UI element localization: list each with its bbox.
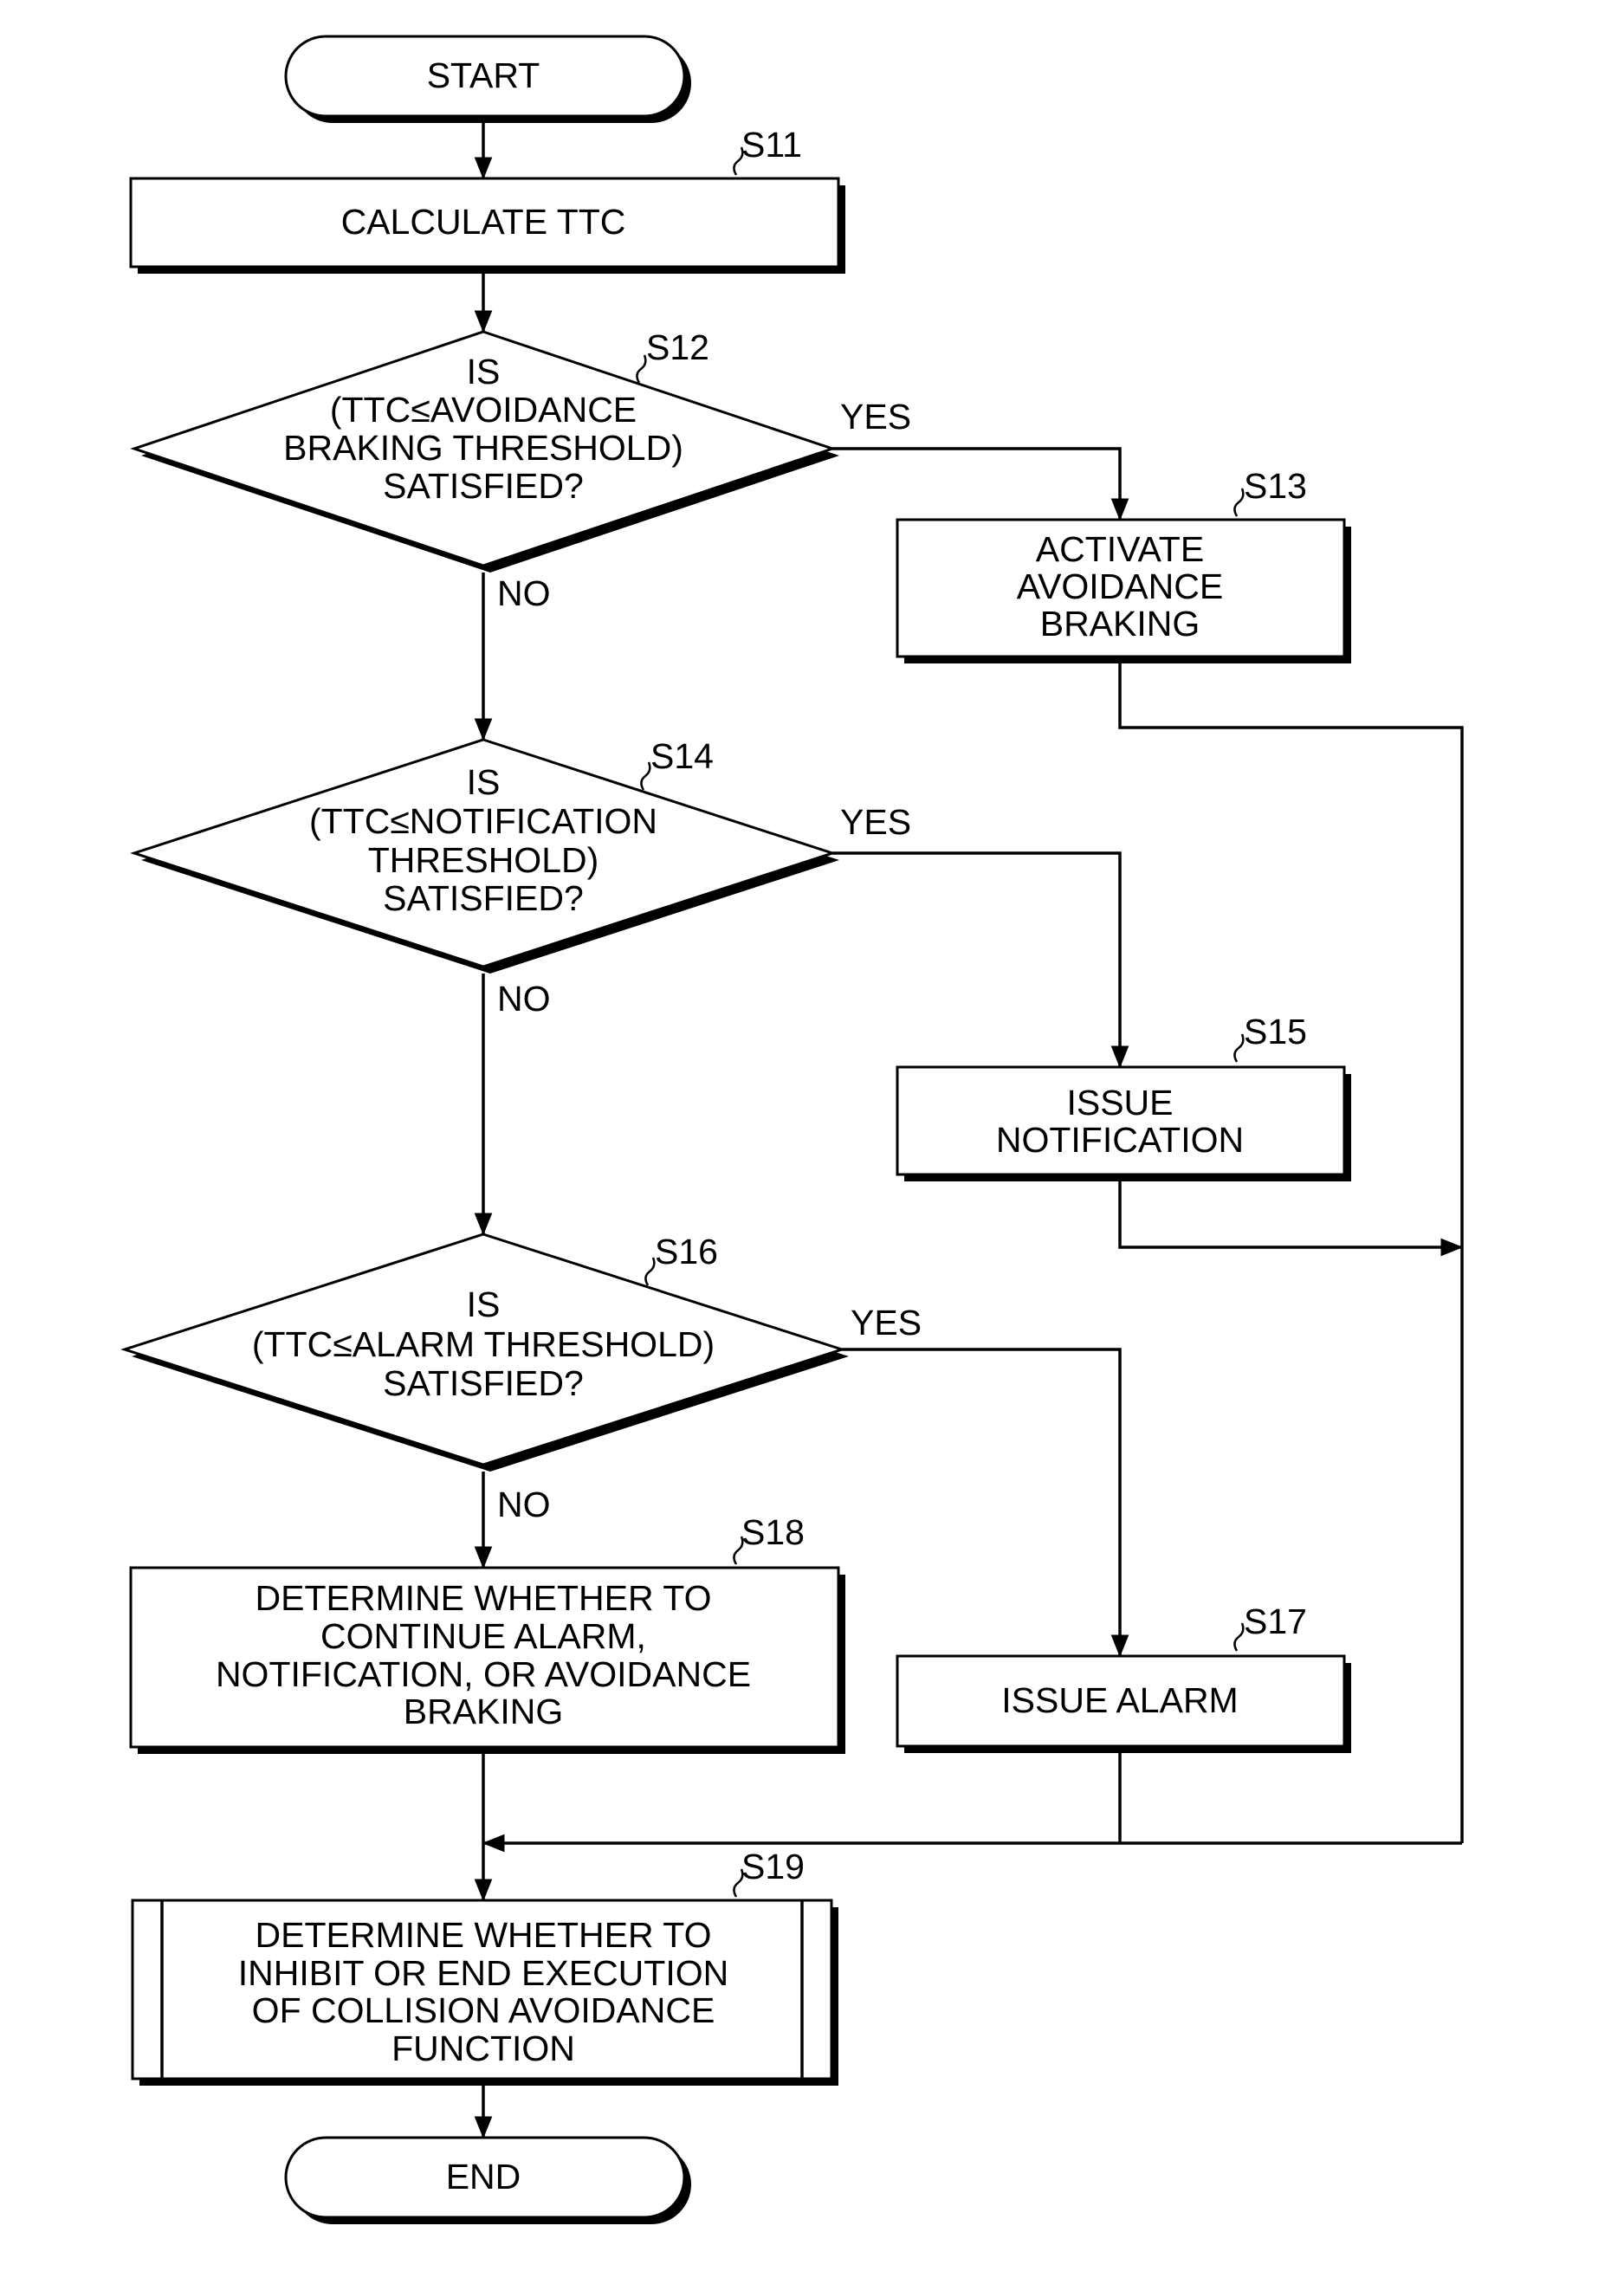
step-s18-determine-continue: DETERMINE WHETHER TO CONTINUE ALARM, NOT… bbox=[131, 1512, 845, 1754]
s13-leader-tilde bbox=[1234, 489, 1243, 516]
s18-step-id: S18 bbox=[741, 1512, 805, 1552]
step-s15-issue-notification: ISSUE NOTIFICATION S15 bbox=[897, 1012, 1351, 1181]
start-terminal: START bbox=[286, 36, 691, 123]
s12-yes-label: YES bbox=[840, 397, 911, 437]
s15-line-2: NOTIFICATION bbox=[996, 1120, 1244, 1160]
end-terminal: END bbox=[286, 2138, 691, 2224]
step-s19-determine-inhibit: DETERMINE WHETHER TO INHIBIT OR END EXEC… bbox=[133, 1847, 838, 2086]
s14-line-4: SATISFIED? bbox=[383, 878, 584, 918]
step-s13-activate-braking: ACTIVATE AVOIDANCE BRAKING S13 bbox=[897, 466, 1351, 663]
s16-line-1: IS bbox=[467, 1284, 501, 1324]
s12-line-3: BRAKING THRESHOLD) bbox=[283, 428, 683, 468]
s14-step-id: S14 bbox=[650, 736, 714, 776]
s16-yes-label: YES bbox=[851, 1303, 922, 1343]
s18-line-3: NOTIFICATION, OR AVOIDANCE bbox=[216, 1654, 751, 1694]
s16-leader-tilde bbox=[645, 1258, 654, 1285]
s11-text: CALCULATE TTC bbox=[341, 202, 626, 242]
s17-step-id: S17 bbox=[1244, 1601, 1307, 1641]
s13-step-id: S13 bbox=[1244, 466, 1307, 506]
s19-line-1: DETERMINE WHETHER TO bbox=[256, 1915, 712, 1955]
s16-no-label: NO bbox=[497, 1485, 551, 1524]
s14-line-3: THRESHOLD) bbox=[368, 840, 599, 880]
s19-line-2: INHIBIT OR END EXECUTION bbox=[238, 1953, 728, 1993]
step-s12-avoidance-decision: IS (TTC≤AVOIDANCE BRAKING THRESHOLD) SAT… bbox=[134, 327, 839, 573]
s15-leader-tilde bbox=[1234, 1034, 1243, 1062]
step-s11-calculate-ttc: CALCULATE TTC S11 bbox=[131, 125, 845, 274]
s19-step-id: S19 bbox=[741, 1847, 805, 1886]
arrow-s14-yes-to-s15 bbox=[832, 853, 1120, 1067]
s13-line-3: BRAKING bbox=[1040, 604, 1200, 644]
s17-text: ISSUE ALARM bbox=[1001, 1680, 1238, 1720]
s12-line-1: IS bbox=[467, 352, 501, 391]
s16-step-id: S16 bbox=[655, 1232, 718, 1271]
s12-line-4: SATISFIED? bbox=[383, 466, 584, 506]
s17-leader-tilde bbox=[1234, 1623, 1243, 1651]
s11-step-id: S11 bbox=[741, 125, 802, 165]
s19-line-4: FUNCTION bbox=[391, 2028, 575, 2068]
s12-line-2: (TTC≤AVOIDANCE bbox=[330, 390, 637, 430]
s18-line-2: CONTINUE ALARM, bbox=[320, 1616, 646, 1656]
s19-line-3: OF COLLISION AVOIDANCE bbox=[252, 1990, 715, 2030]
step-s17-issue-alarm: ISSUE ALARM S17 bbox=[897, 1601, 1351, 1753]
s14-no-label: NO bbox=[497, 979, 551, 1019]
s16-line-2: (TTC≤ALARM THRESHOLD) bbox=[252, 1324, 715, 1364]
s12-leader-tilde bbox=[637, 355, 645, 383]
s14-yes-label: YES bbox=[840, 802, 911, 842]
start-label: START bbox=[427, 55, 540, 95]
step-s14-notification-decision: IS (TTC≤NOTIFICATION THRESHOLD) SATISFIE… bbox=[134, 736, 839, 974]
s18-line-4: BRAKING bbox=[404, 1692, 564, 1731]
arrow-s16-yes-to-s17 bbox=[842, 1349, 1120, 1656]
step-s16-alarm-decision: IS (TTC≤ALARM THRESHOLD) SATISFIED? S16 bbox=[125, 1232, 849, 1472]
end-label: END bbox=[446, 2157, 521, 2197]
s18-line-1: DETERMINE WHETHER TO bbox=[256, 1578, 712, 1618]
s15-step-id: S15 bbox=[1244, 1012, 1307, 1051]
arrow-s12-yes-to-s13 bbox=[832, 449, 1120, 520]
s15-line-1: ISSUE bbox=[1066, 1083, 1173, 1123]
arrow-s15-to-merge bbox=[1120, 1181, 1462, 1247]
s14-line-1: IS bbox=[467, 762, 501, 802]
s14-line-2: (TTC≤NOTIFICATION bbox=[309, 801, 657, 841]
s16-line-3: SATISFIED? bbox=[383, 1363, 584, 1403]
s13-line-2: AVOIDANCE bbox=[1017, 566, 1223, 606]
s14-leader-tilde bbox=[641, 762, 650, 790]
s12-step-id: S12 bbox=[646, 327, 709, 367]
s13-line-1: ACTIVATE bbox=[1036, 529, 1204, 569]
s12-no-label: NO bbox=[497, 573, 551, 613]
